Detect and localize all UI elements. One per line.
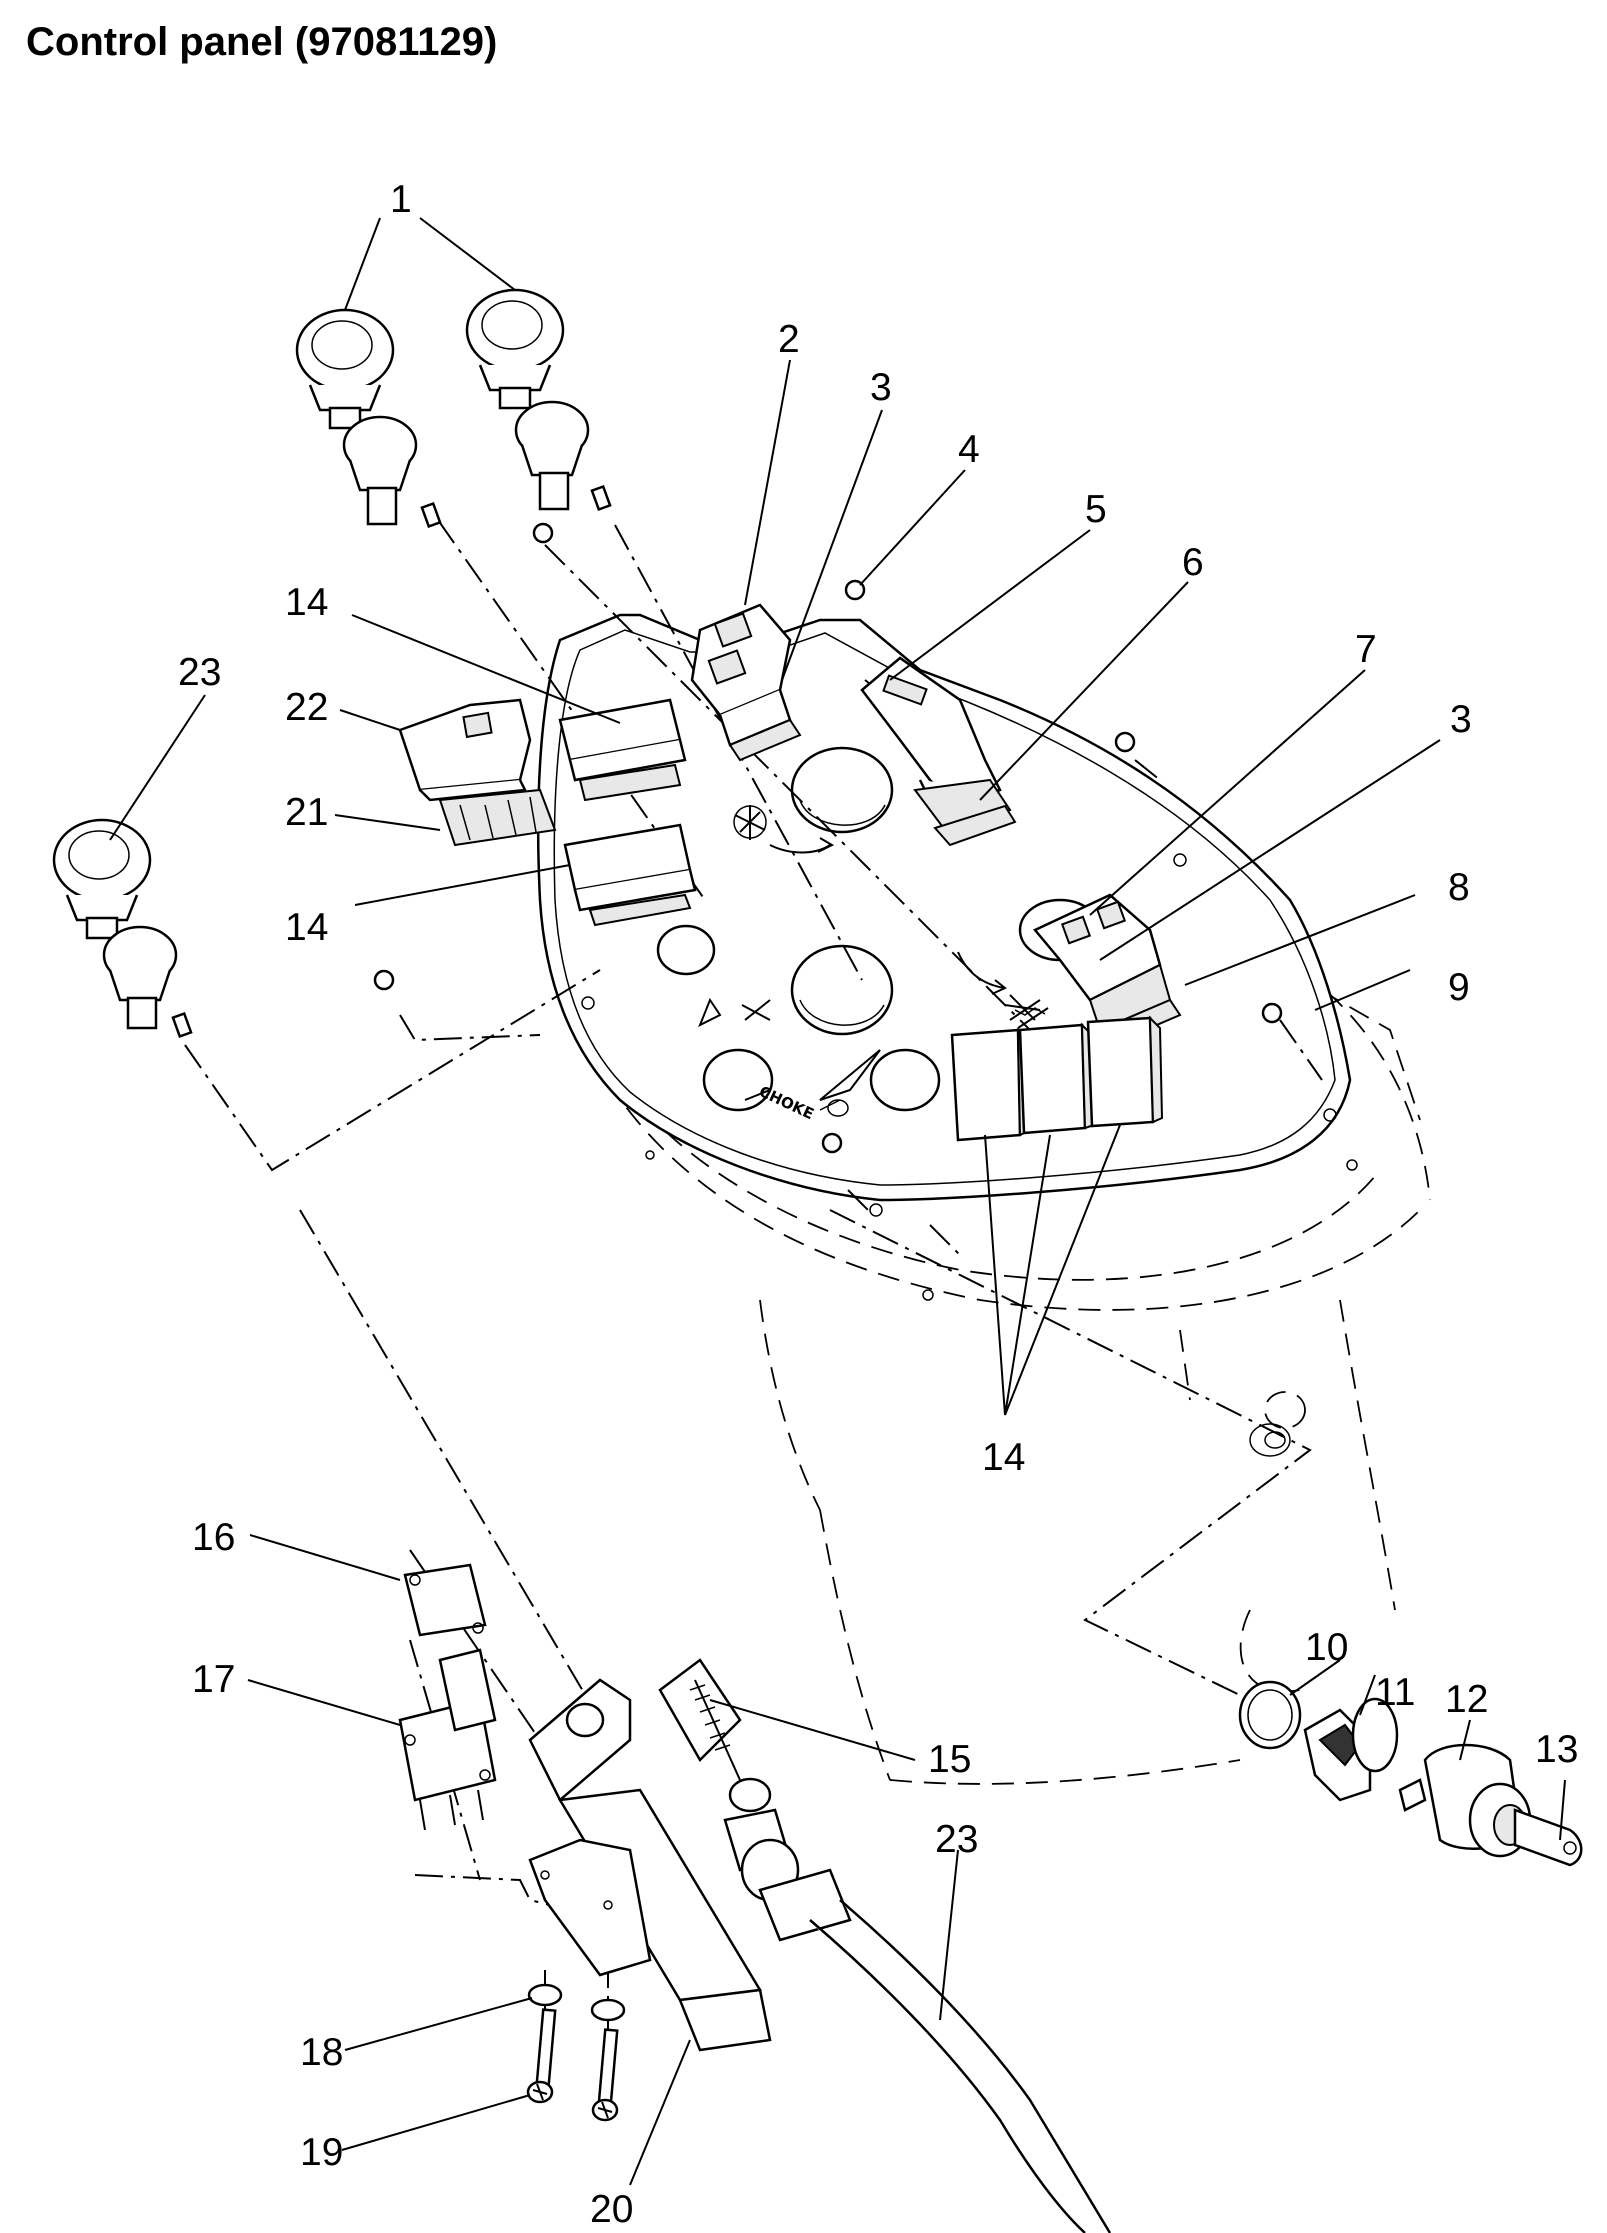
bracket-assembly: [528, 1658, 772, 2052]
callout-19: 19: [300, 2131, 343, 2174]
callout-4: 4: [958, 428, 980, 471]
callout-7: 7: [1355, 628, 1377, 671]
microswitch-cover-16: [403, 1563, 487, 1637]
cable-assembly: [689, 1679, 1112, 2233]
callout-11: 11: [1375, 1671, 1416, 1714]
callout-14-bottom: 14: [982, 1436, 1025, 1479]
callout-17: 17: [192, 1658, 235, 1701]
callout-21: 21: [285, 791, 328, 834]
screw-icon: [844, 579, 866, 601]
callout-3-right: 3: [1450, 698, 1472, 741]
callout-5: 5: [1085, 488, 1107, 531]
callout-labels: 1 2 3 4 5 6 7 3 8 9 14 23 22 21 14 14 10…: [178, 178, 1578, 2231]
callout-14-left: 14: [285, 906, 328, 949]
callout-8: 8: [1448, 866, 1470, 909]
switch-14-lower: [563, 823, 697, 927]
ignition-assembly: [1238, 1680, 1583, 1867]
switch-14-upper: [558, 698, 687, 802]
callout-20: 20: [590, 2188, 633, 2231]
microswitch-17: [398, 1648, 497, 1831]
rocker-switch-22: [398, 698, 557, 847]
screws: [373, 522, 1283, 1154]
callout-13: 13: [1535, 1728, 1578, 1771]
switch-2: [690, 603, 802, 762]
screw-icon: [1114, 731, 1136, 753]
callout-2: 2: [778, 318, 800, 361]
callout-3-top: 3: [870, 366, 892, 409]
callout-1: 1: [390, 178, 412, 221]
callout-14-top: 14: [285, 581, 328, 624]
callout-6: 6: [1182, 541, 1204, 584]
screw-icon: [532, 522, 554, 544]
callout-16: 16: [192, 1516, 235, 1559]
callout-18: 18: [300, 2031, 343, 2074]
callout-10: 10: [1305, 1626, 1348, 1669]
screw-icon: [373, 969, 395, 991]
knob-assembly-23: [52, 818, 193, 1039]
screws-18-19: [526, 1983, 626, 2122]
callout-23-left: 23: [178, 651, 221, 694]
page-title: Control panel (97081129): [26, 20, 498, 64]
knob-assembly-right: [465, 288, 612, 512]
callout-9: 9: [1448, 966, 1470, 1009]
switch-14-trio: [950, 999, 1164, 1142]
switch-5: [860, 656, 1017, 847]
screw-icon: [821, 1132, 843, 1154]
callout-22: 22: [285, 686, 328, 729]
leader-lines: [109, 217, 1566, 2186]
screw-icon: [1261, 1002, 1283, 1024]
knob-assembly-left: [295, 308, 442, 529]
callout-23-bottom: 23: [935, 1818, 978, 1861]
callout-15: 15: [928, 1738, 971, 1781]
callout-12: 12: [1445, 1678, 1488, 1721]
